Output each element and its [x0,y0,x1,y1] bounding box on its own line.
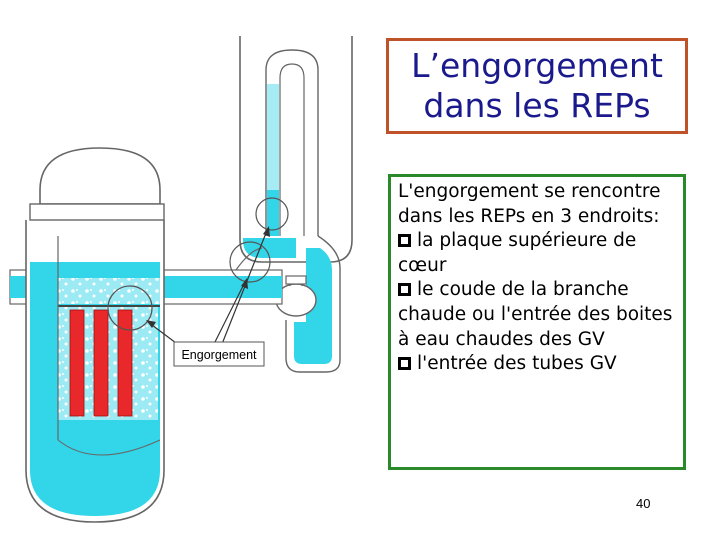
vessel-head [39,147,161,205]
sg-outlet-leg [285,235,341,373]
pump-neck [289,284,303,286]
bullet-text-2: le coude de la branche chaude ou l'entré… [398,279,673,350]
arrow-to-hot-leg [213,279,247,345]
fuel-rod-2 [93,309,109,417]
page-number: 40 [636,496,651,511]
vessel-flange [29,203,165,221]
arrow-head-core-plate [146,320,156,328]
bullet-text-3: l'entrée des tubes GV [417,353,617,375]
checkbox-bullet-icon [398,234,411,248]
highlight-circle-core-plate [107,285,153,331]
body-intro: L'engorgement se rencontre dans les REPs… [398,181,661,227]
bullet-item-2: le coude de la branche chaude ou l'entré… [398,278,677,352]
checkbox-bullet-icon [398,283,411,297]
checkbox-bullet-icon [398,357,411,371]
arrow-head-hot-leg [241,278,248,289]
engorgement-label-box [173,341,265,367]
arrow-to-sg-tubes [221,227,269,345]
bullet-item-3: l'entrée des tubes GV [398,352,677,377]
reactor-diagram: Engorgement [9,36,353,523]
arrow-head-sg-tubes [263,226,270,237]
bullet-text-1: la plaque supérieure de cœur [398,230,637,276]
pump-motor [285,275,307,285]
lower-plenum-line [57,439,161,456]
highlight-circle-hot-leg [229,241,271,283]
highlight-circle-sg-tubes [255,197,289,231]
title-line-1: L’engorgement [411,46,663,85]
steam-generator-shell [239,36,353,263]
u-tube-outer [265,49,319,236]
u-tube-inner [279,63,305,236]
fuel-rod-1 [69,309,85,417]
title-box: L’engorgement dans les REPs [386,38,688,134]
sg-plenum-water [243,238,296,258]
u-tube-water-level [267,190,279,236]
body-text-box: L'engorgement se rencontre dans les REPs… [388,174,686,470]
bullet-item-1: la plaque supérieure de cœur [398,229,677,278]
engorgement-label: Engorgement [181,348,257,362]
title-line-2: dans les REPs [423,86,651,125]
fuel-rod-3 [117,309,133,417]
